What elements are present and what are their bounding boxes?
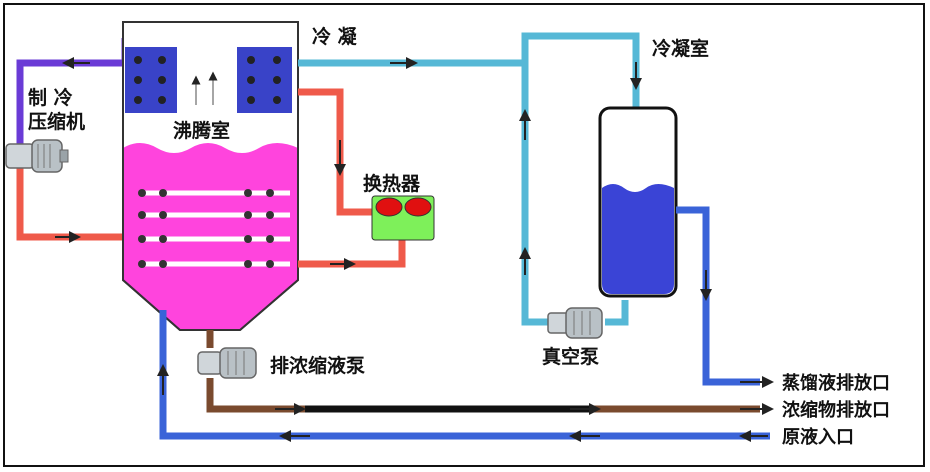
concentrate-line: [206, 378, 305, 413]
diagram-frame: [3, 3, 925, 467]
heat-exchanger: [371, 195, 435, 241]
vacuum-pump: [547, 307, 603, 339]
refrigeration-compressor: [5, 139, 69, 173]
condenser-chamber-tank: [598, 106, 678, 298]
condenser-coil-left: [125, 47, 177, 113]
vapor-rise-arrows: [191, 71, 218, 105]
vacuum-return-line: [605, 300, 629, 326]
label-distillate-outlet: 蒸馏液排放口: [782, 372, 890, 394]
refrigerant-hot-pipe: [16, 168, 140, 241]
label-vacuum-pump: 真空泵: [542, 345, 599, 368]
label-refrigeration-line1: 制 冷: [28, 86, 73, 109]
label-condenser-coil: 冷 凝: [312, 25, 358, 48]
label-boiling-chamber: 沸腾室: [173, 119, 230, 142]
condenser-top-line: [521, 32, 640, 108]
label-heat-exchanger: 换热器: [363, 172, 421, 195]
label-concentrate-pump: 排浓缩液泵: [270, 354, 365, 377]
label-concentrate-outlet: 浓缩物排放口: [782, 399, 890, 421]
distillate-line: [676, 206, 760, 386]
distillate-liquid: [602, 184, 674, 294]
label-condenser-chamber: 冷凝室: [652, 37, 709, 60]
concentrate-pump: [197, 347, 257, 379]
label-refrigeration-line2: 压缩机: [28, 110, 85, 133]
exchanger-return-line: [298, 240, 406, 268]
label-raw-liquid-inlet: 原液入口: [782, 426, 854, 448]
condenser-coil-right: [237, 47, 292, 113]
vacuum-line: [521, 63, 550, 326]
raw-liquid-line: [159, 310, 770, 440]
heating-tubes: [138, 189, 290, 268]
